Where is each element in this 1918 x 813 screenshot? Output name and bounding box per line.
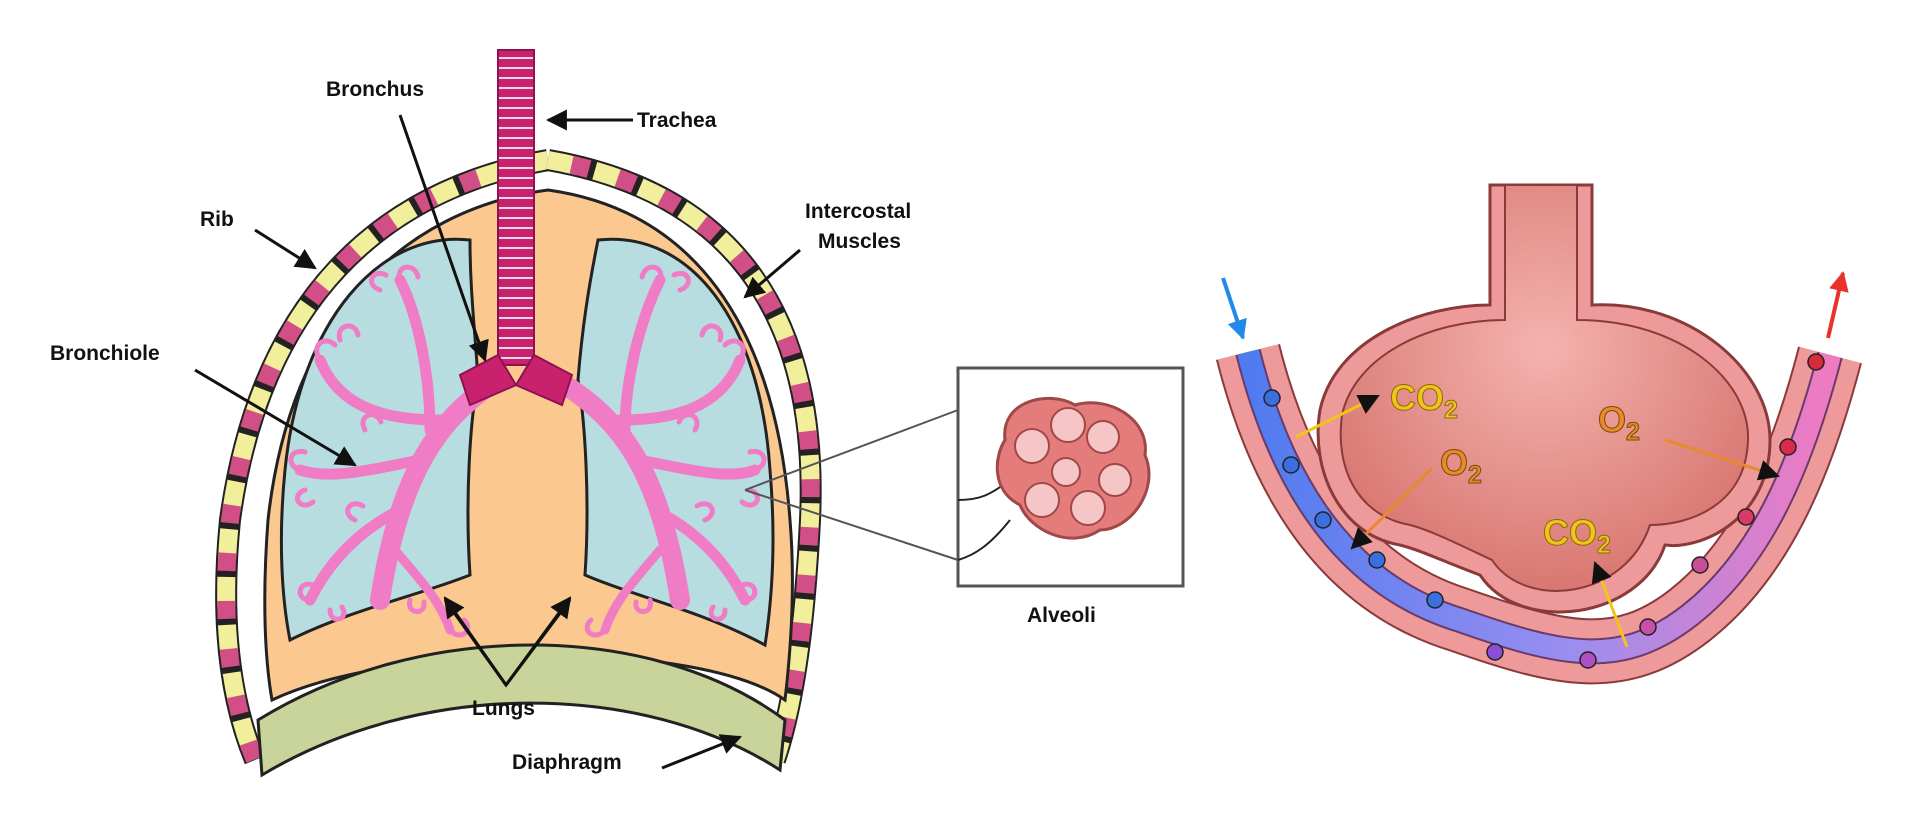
rib-cage <box>215 149 822 765</box>
gas-exchange-diagram: CO2 O2 O2 CO2 <box>1215 183 1862 685</box>
gas-label-co2-top: CO2 <box>1390 377 1458 424</box>
gas-arrows <box>1295 394 1781 648</box>
zoom-callout-lines <box>744 409 959 561</box>
bronchiole-curls-right <box>584 264 767 638</box>
label-trachea: Trachea <box>637 109 717 132</box>
alveolar-air-space <box>1339 184 1750 592</box>
bronchiole-curls-left <box>288 264 471 638</box>
gas-label-o2-right: O2 <box>1598 399 1640 446</box>
label-lungs: Lungs <box>472 697 535 720</box>
blood-cells <box>1263 353 1825 669</box>
blood-in-arrow <box>1221 277 1247 340</box>
label-intercostal-line2: Muscles <box>818 230 901 253</box>
lungs-diagram: Trachea Bronchus Rib Intercostal Muscles… <box>50 49 1185 778</box>
label-alveoli: Alveoli <box>1027 604 1096 627</box>
gas-label-o2-center: O2 <box>1440 442 1482 489</box>
label-bronchiole: Bronchiole <box>50 342 160 365</box>
label-diaphragm: Diaphragm <box>512 751 622 774</box>
bronchial-tree-right <box>555 274 761 635</box>
trachea <box>497 49 535 366</box>
bronchus <box>458 353 574 407</box>
gas-label-co2-bottom: CO2 <box>1543 512 1611 559</box>
blood-out-arrow <box>1826 271 1849 339</box>
label-bronchus: Bronchus <box>326 78 424 101</box>
alveoli-inset <box>956 366 1185 588</box>
diaphragm <box>256 643 787 778</box>
label-intercostal-line1: Intercostal <box>805 200 911 223</box>
label-arrows <box>194 109 801 770</box>
label-rib: Rib <box>200 208 234 231</box>
alveolus-sacs <box>1014 407 1132 526</box>
